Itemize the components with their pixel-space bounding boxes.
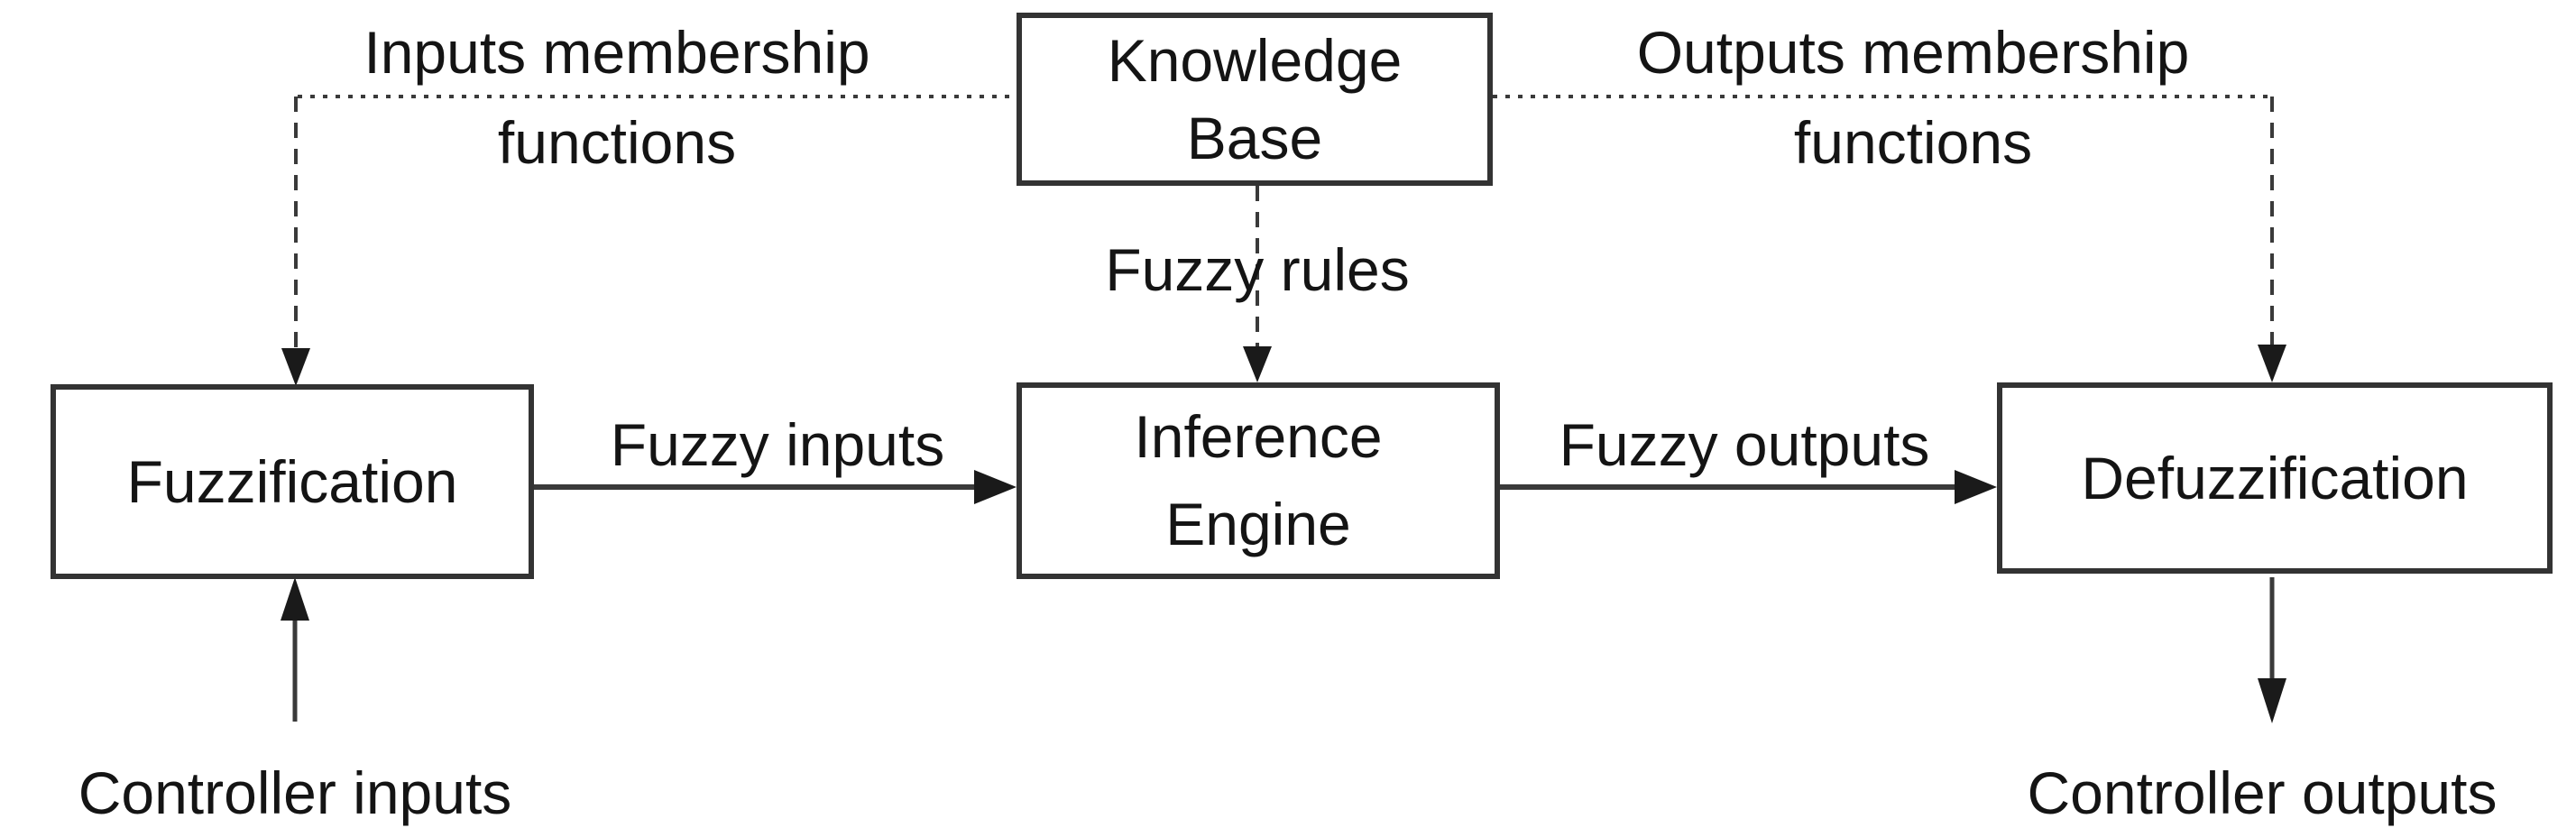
outputs-membership-line1: Outputs membership (1636, 19, 2190, 86)
fuzzy-rules-label: Fuzzy rules (1105, 236, 1410, 303)
arrowhead-into-inference-left (974, 470, 1017, 504)
inference-engine-label-line1: Inference (1134, 403, 1383, 470)
defuzzification-box: Defuzzification (1997, 382, 2553, 574)
controller-inputs-label: Controller inputs (78, 759, 512, 826)
knowledge-base-label-line1: Knowledge (1107, 27, 1403, 94)
arrowhead-into-fuzzification-bottom (281, 577, 309, 621)
inputs-membership-line2: functions (497, 109, 737, 176)
fuzzy-outputs-label: Fuzzy outputs (1559, 411, 1930, 478)
inputs-membership-functions-label: Inputs membership functions (256, 7, 978, 188)
inference-engine-box: Inference Engine (1017, 382, 1500, 579)
fuzzification-label: Fuzzification (126, 447, 458, 515)
arrowhead-into-fuzzification-top (281, 348, 310, 386)
fuzzification-box: Fuzzification (51, 384, 534, 579)
fuzzy-inputs-label: Fuzzy inputs (610, 411, 945, 478)
outputs-membership-functions-label: Outputs membership functions (1548, 7, 2278, 188)
arrowhead-into-defuzzification-left (1955, 470, 1997, 504)
arrowhead-controller-outputs (2258, 678, 2286, 723)
outputs-membership-line2: functions (1793, 109, 2033, 176)
defuzzification-label: Defuzzification (2081, 444, 2469, 511)
inputs-membership-line1: Inputs membership (363, 19, 870, 86)
arrowhead-into-defuzzification-top (2258, 345, 2286, 382)
knowledge-base-label-line2: Base (1186, 105, 1323, 171)
arrowhead-into-inference-top (1243, 346, 1272, 382)
inference-engine-label-line2: Engine (1165, 491, 1351, 557)
knowledge-base-box: Knowledge Base (1017, 13, 1493, 186)
controller-outputs-label: Controller outputs (2027, 759, 2498, 826)
